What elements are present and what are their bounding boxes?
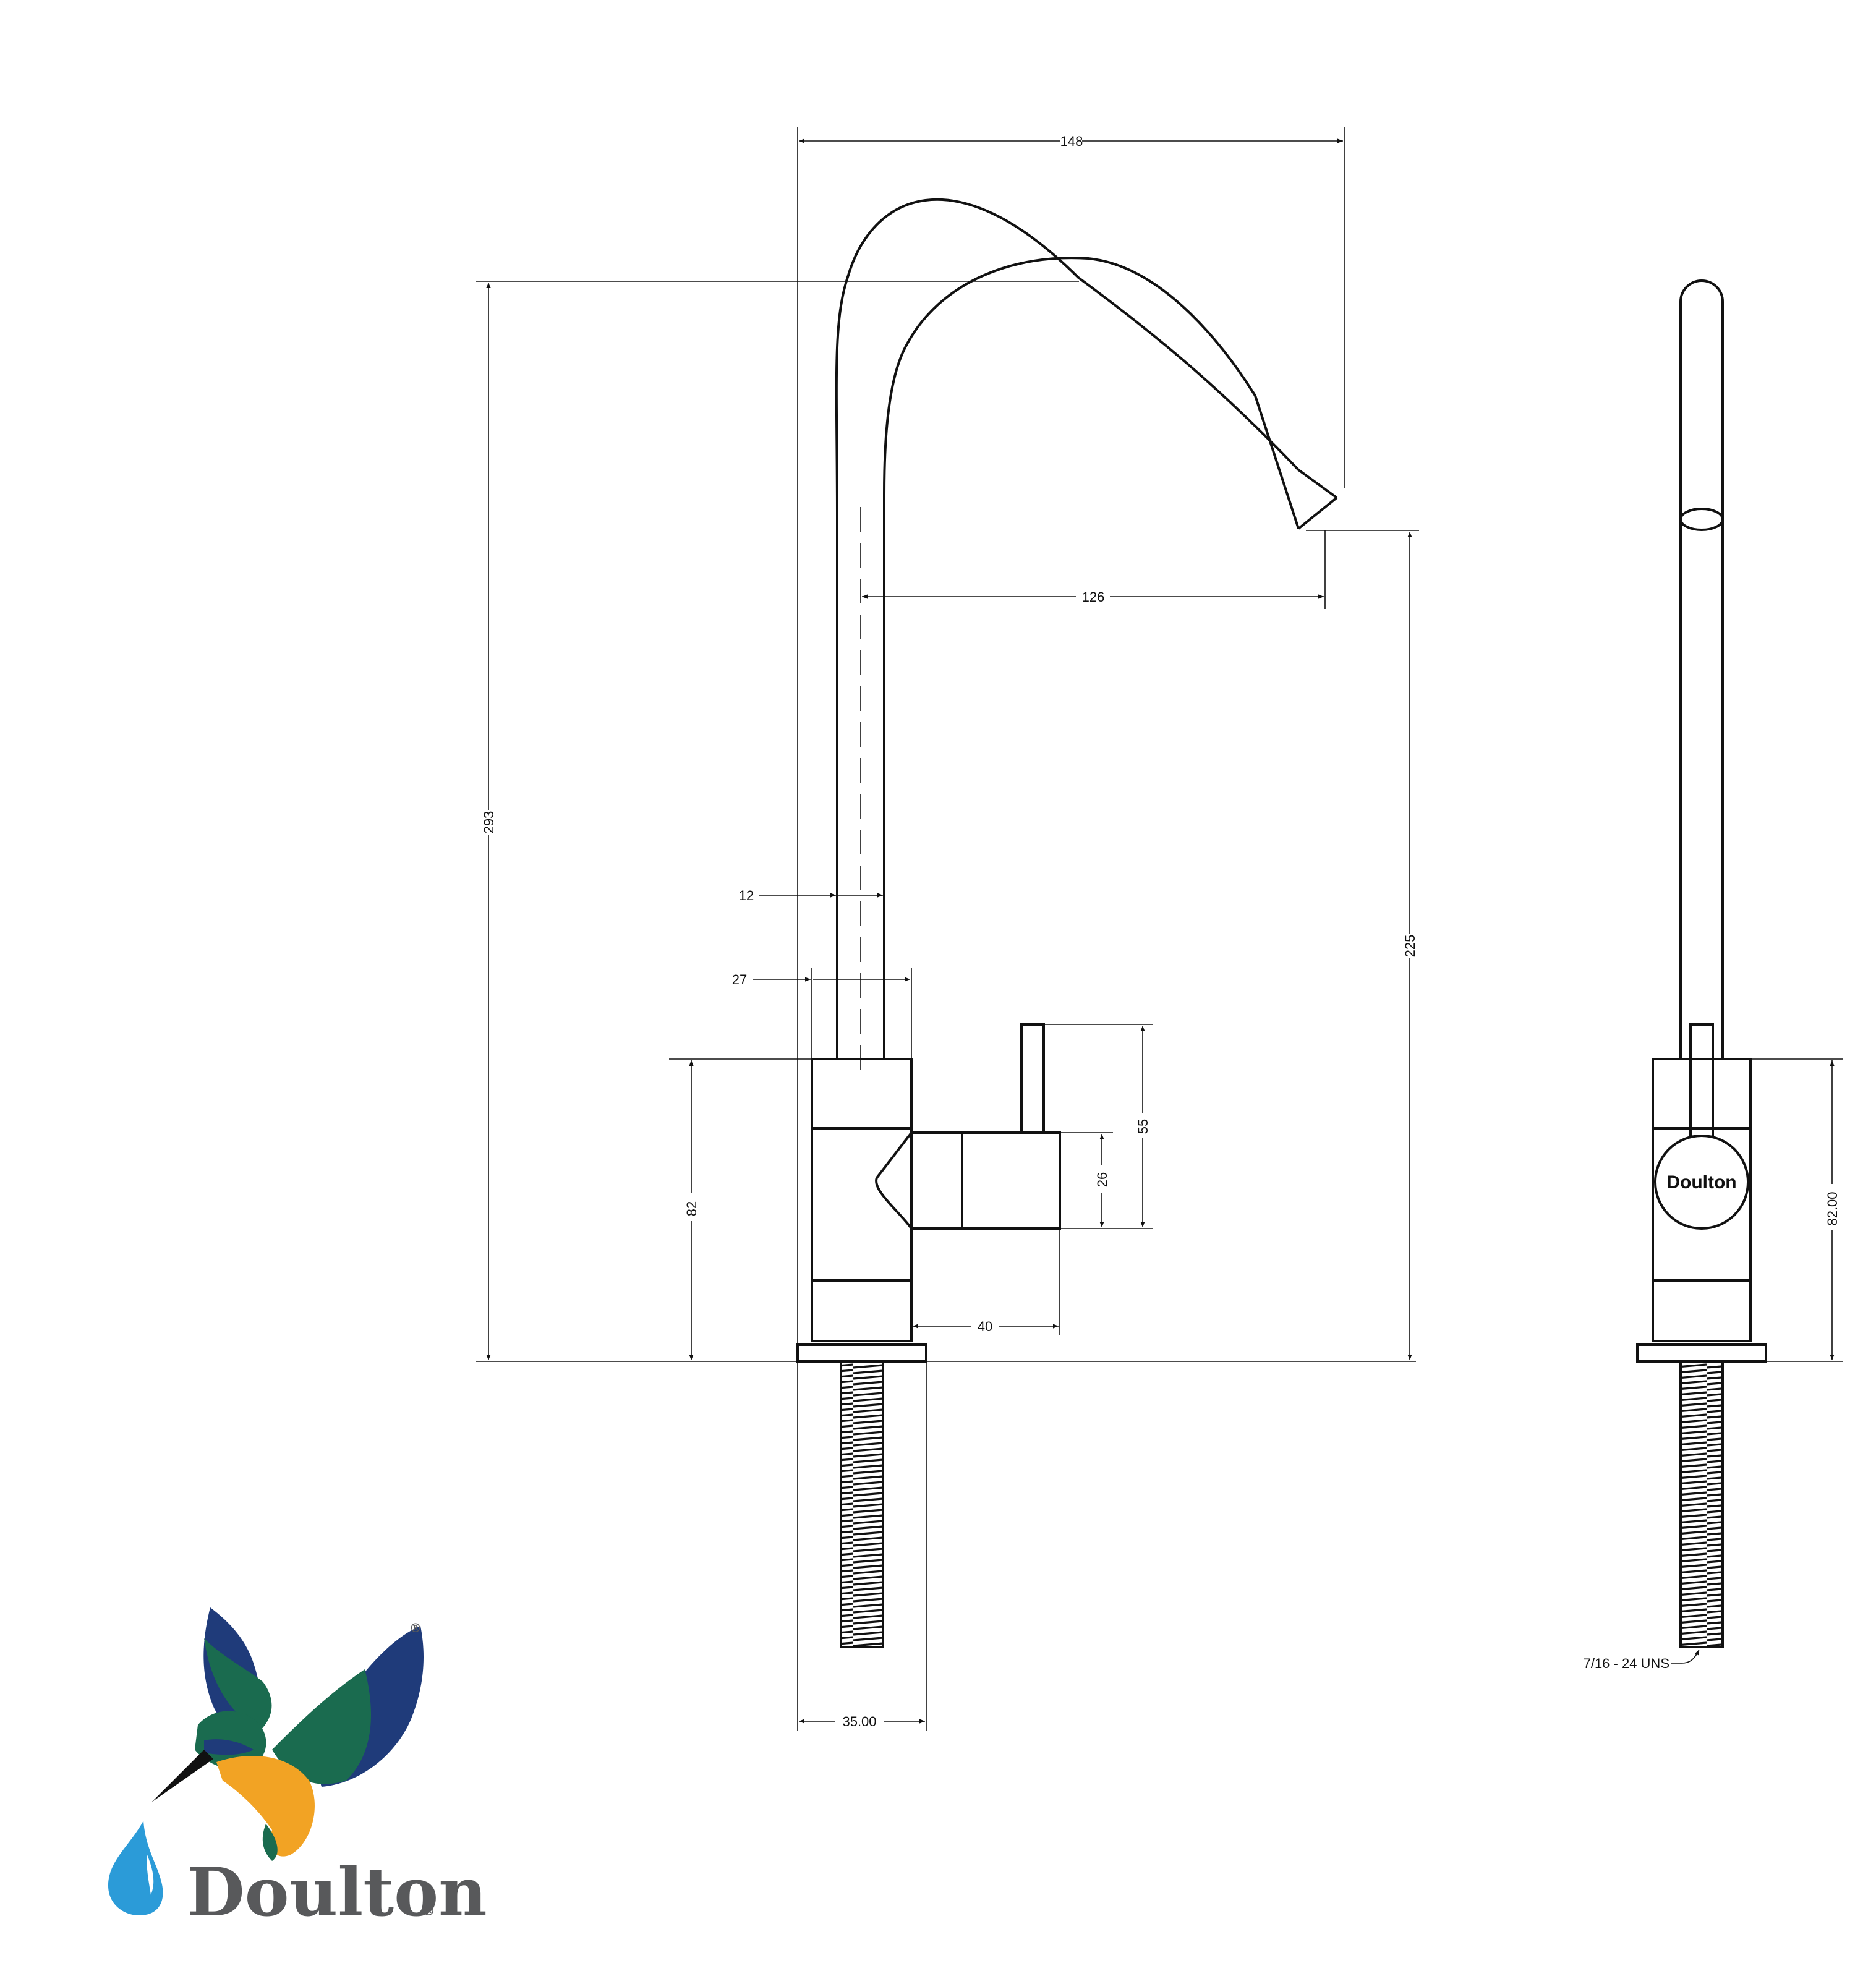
dim-lever-height: 55 — [1135, 1119, 1151, 1134]
dim-overall-height: 293 — [481, 811, 497, 834]
front-view — [796, 198, 1338, 1648]
dim-side-body-height: 82.00 — [1825, 1191, 1840, 1225]
side-threaded-shank — [1679, 1360, 1724, 1648]
spout-outer — [835, 198, 1338, 527]
dim-lever-diameter: 26 — [1094, 1172, 1110, 1187]
side-body — [1652, 1058, 1752, 1342]
dim-lever-length: 40 — [978, 1319, 992, 1334]
lever-hub — [875, 1131, 963, 1230]
dim-base-diameter: 35.00 — [842, 1714, 876, 1729]
side-spout — [1679, 279, 1724, 1059]
side-badge-text: Doulton — [1666, 1172, 1736, 1193]
thread-callout: 7/16 - 24 UNS — [1584, 1656, 1669, 1671]
kingfisher-icon — [108, 1607, 424, 1915]
valve-body — [811, 1058, 913, 1342]
logo-wordmark: Doulton — [187, 1854, 487, 1931]
side-base-plate — [1636, 1343, 1767, 1363]
base-plate — [796, 1343, 927, 1363]
dim-body-diameter: 27 — [732, 972, 747, 987]
dim-spout-diameter: 12 — [739, 888, 754, 903]
side-view: Doulton — [1636, 279, 1767, 1648]
threaded-shank — [840, 1360, 884, 1648]
dim-spout-reach: 126 — [1082, 589, 1105, 605]
dim-body-height: 82 — [684, 1201, 699, 1216]
dim-overall-reach: 148 — [1060, 134, 1083, 149]
logo-wordmark-registered: ® — [422, 1903, 435, 1919]
spout-mouth — [1297, 496, 1338, 530]
spout-inner — [883, 257, 1300, 1059]
lever-handle — [1020, 1023, 1045, 1134]
side-lever-handle — [1689, 1023, 1714, 1140]
side-lever-cap — [1654, 1135, 1749, 1230]
front-dimensions: 148 293 126 225 12 27 82 — [476, 127, 1419, 1731]
dim-outlet-height: 225 — [1402, 935, 1418, 958]
doulton-logo: ® Doulton ® — [108, 1607, 487, 1931]
logo-registered-mark: ® — [409, 1620, 422, 1635]
side-spout-outlet — [1679, 508, 1724, 531]
side-dimensions: 82.00 7/16 - 24 UNS — [1584, 1058, 1843, 1671]
lever-cap — [961, 1131, 1061, 1230]
